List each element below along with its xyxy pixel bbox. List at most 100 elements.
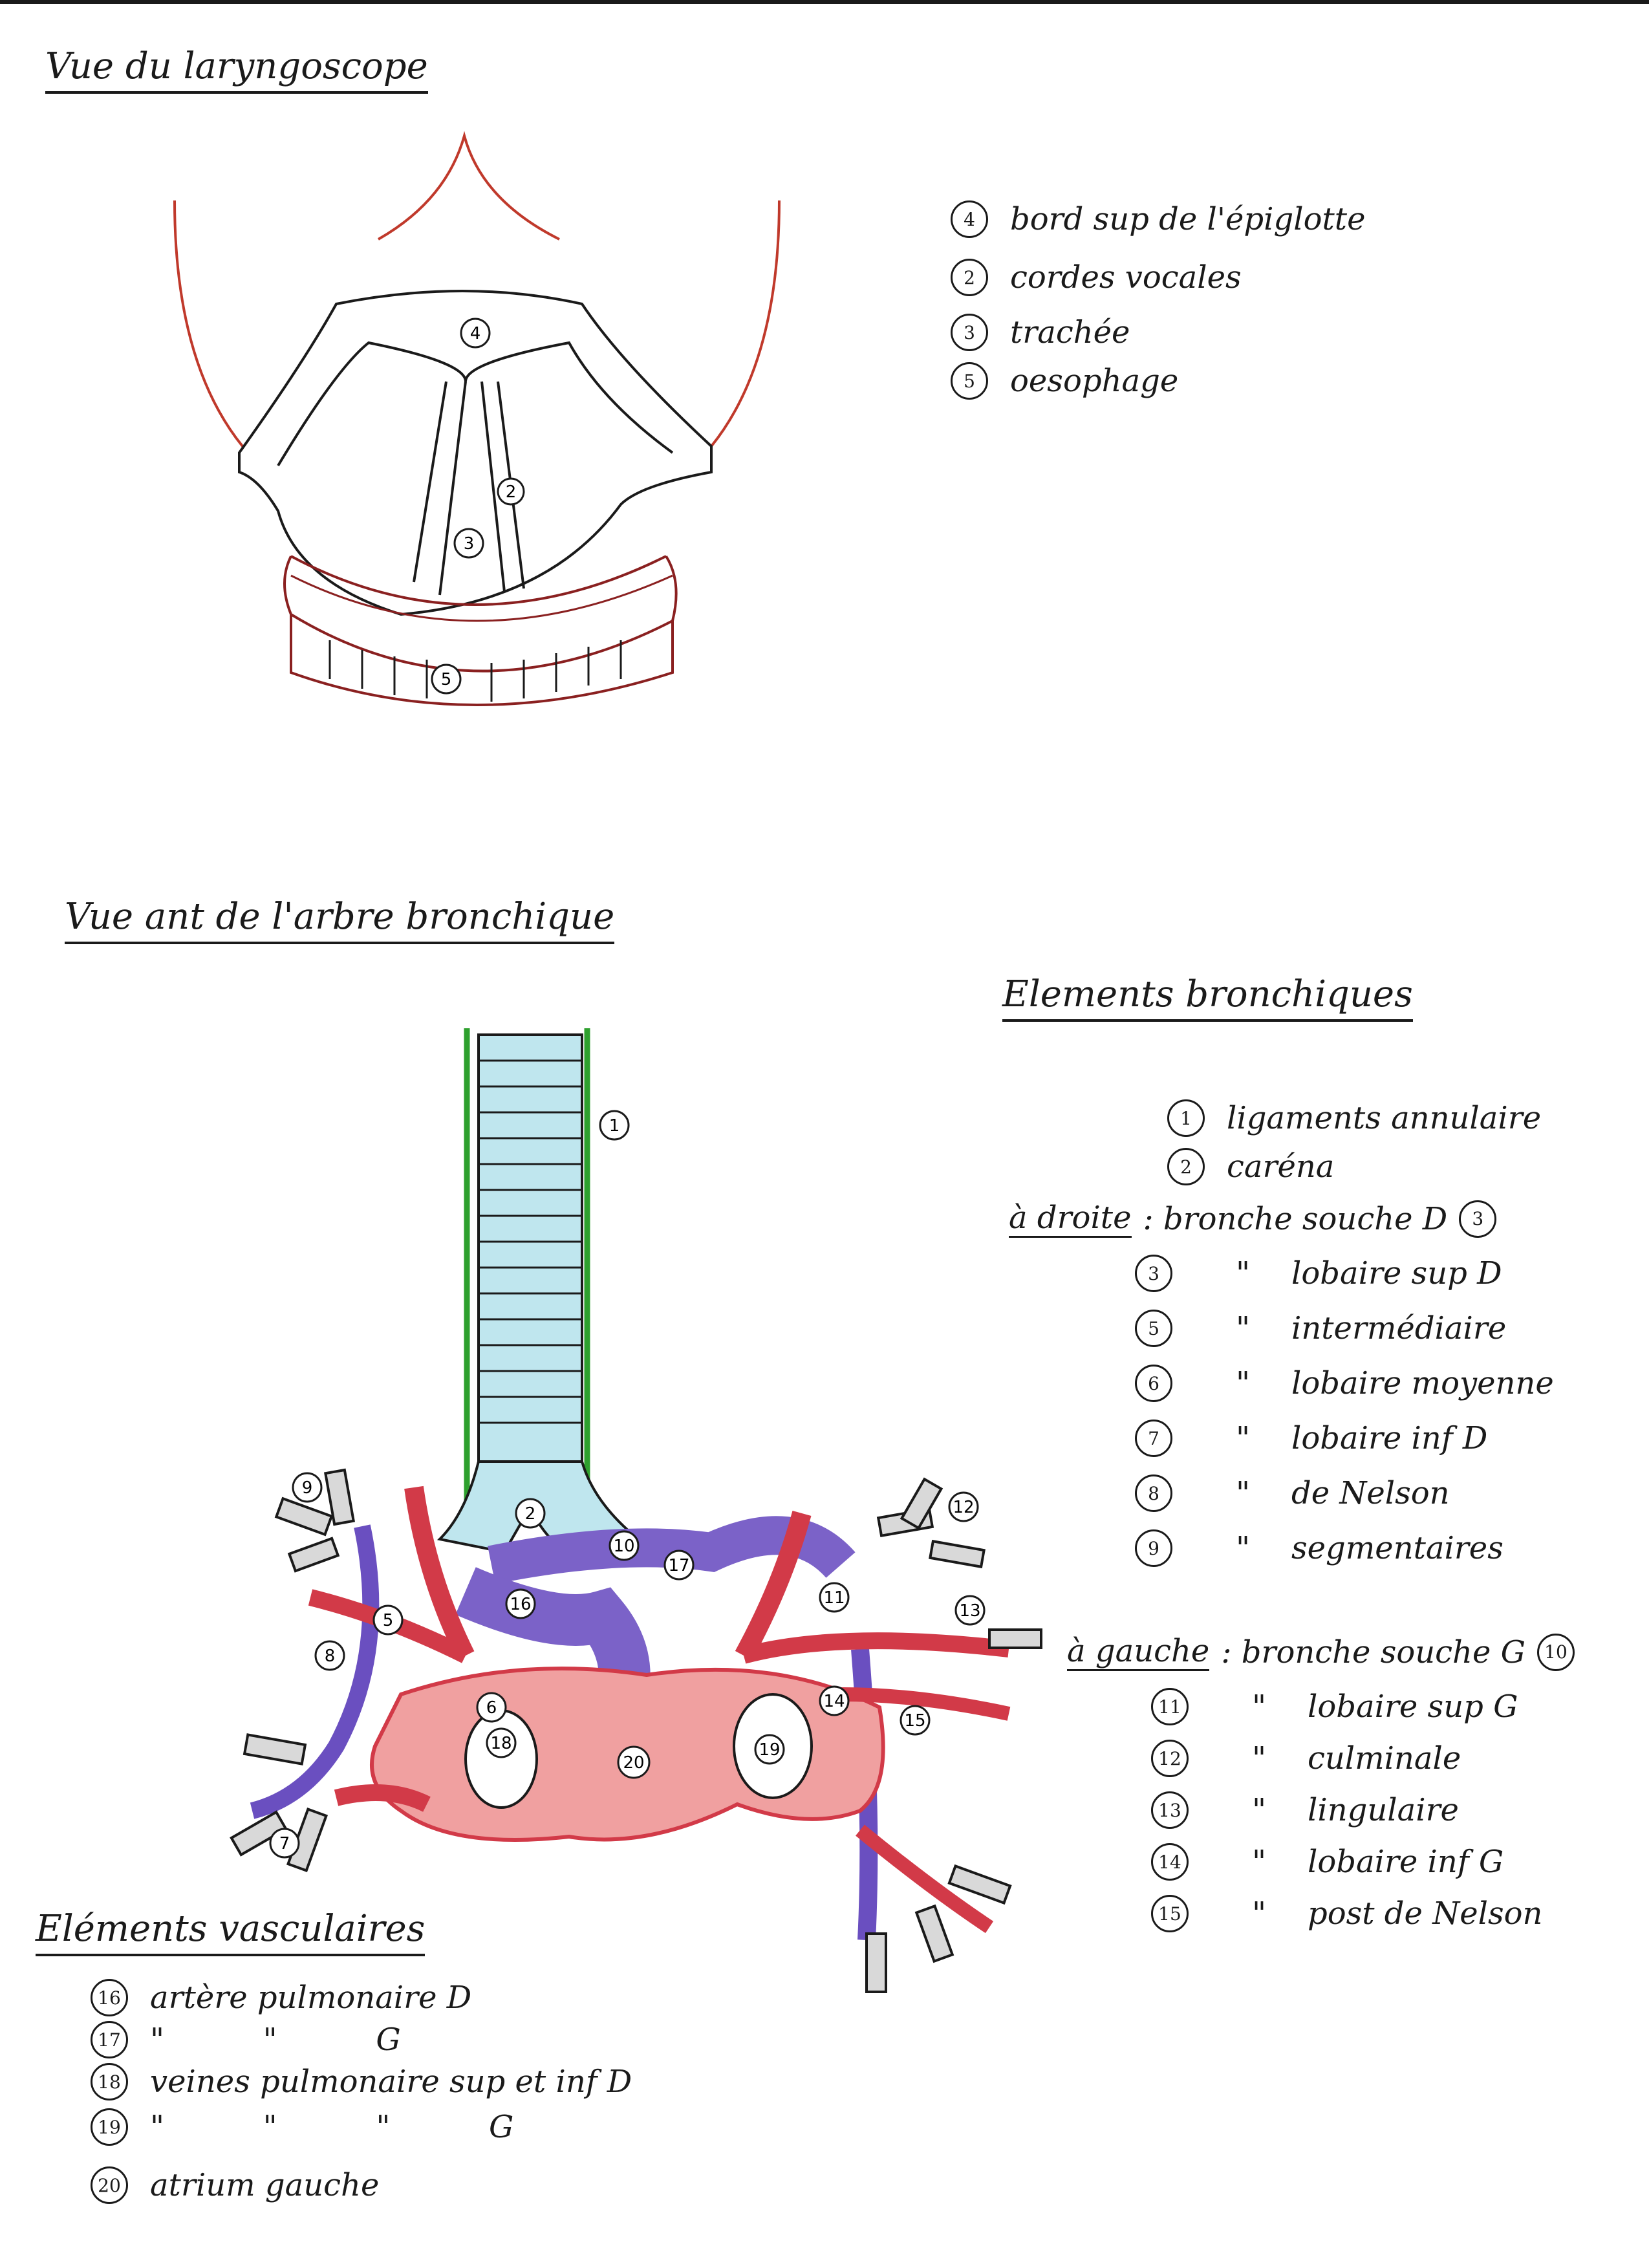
svg-text:17: 17 xyxy=(668,1556,689,1575)
bronchial-stumps xyxy=(230,1468,1042,1993)
legend-text: lingulaire xyxy=(1308,1792,1459,1828)
marker-16: 16 xyxy=(505,1588,536,1619)
marker-20: 20 xyxy=(617,1745,651,1779)
vascular-item: 20 atrium gauche xyxy=(91,2166,379,2204)
label-cords: 2 xyxy=(497,477,525,506)
legend-text: post de Nelson xyxy=(1308,1895,1543,1932)
marker-13: 13 xyxy=(954,1595,986,1626)
legend-text: intermédiaire xyxy=(1291,1310,1507,1346)
legend-text: lobaire sup G xyxy=(1308,1689,1518,1725)
svg-text:20: 20 xyxy=(623,1753,644,1773)
pulmonary-artery-left xyxy=(488,1516,856,1584)
svg-text:16: 16 xyxy=(510,1595,531,1614)
marker-12: 12 xyxy=(948,1491,979,1522)
legend-number: 1 xyxy=(1167,1099,1205,1137)
legend-text: lobaire moyenne xyxy=(1291,1365,1554,1401)
legend-number: 3 xyxy=(1459,1200,1497,1238)
right-bronchus-header: à droite : bronche souche D 3 xyxy=(1009,1200,1518,1238)
vocal-cord-left-2 xyxy=(438,381,467,596)
svg-text:6: 6 xyxy=(486,1698,497,1718)
svg-text:9: 9 xyxy=(302,1478,313,1498)
epiglottis-right-curve xyxy=(710,200,781,448)
bronchial-item: 15 " post de Nelson xyxy=(1151,1895,1542,1932)
svg-text:15: 15 xyxy=(904,1711,925,1731)
legend-number: 9 xyxy=(1135,1529,1172,1567)
legend-number: 5 xyxy=(1135,1310,1172,1347)
legend-number: 6 xyxy=(1135,1365,1172,1402)
epiglottis-left-curve xyxy=(173,200,244,448)
legend-number: 3 xyxy=(1135,1255,1172,1292)
left-bronchus-header: à gauche : bronche souche G 10 xyxy=(1067,1633,1597,1671)
marker-2: 2 xyxy=(515,1498,546,1529)
oesophagus-ring-band-top xyxy=(290,574,673,622)
legend-number: 17 xyxy=(91,2021,128,2058)
legend-text: " " G xyxy=(150,2022,401,2058)
legend-item: 5 oesophage xyxy=(951,362,1178,400)
legend-text: veines pulmonaire sup et inf D xyxy=(150,2064,632,2100)
svg-text:7: 7 xyxy=(279,1834,290,1853)
marker-7: 7 xyxy=(269,1828,300,1859)
bronchial-item: 5 " intermédiaire xyxy=(1135,1310,1506,1347)
svg-text:4: 4 xyxy=(470,324,481,343)
ditto-mark: " xyxy=(1235,1365,1251,1401)
artery-lower-right xyxy=(856,1824,994,1934)
legend-number: 11 xyxy=(1151,1688,1189,1725)
artery-left-branch xyxy=(741,1632,1010,1664)
legend-number: 13 xyxy=(1151,1791,1189,1829)
legend-text: cordes vocales xyxy=(1010,259,1242,296)
legend-text: lobaire sup D xyxy=(1291,1255,1502,1291)
legend-text: ligaments annulaire xyxy=(1227,1100,1542,1136)
legend-number: 20 xyxy=(91,2166,128,2204)
legend-number: 14 xyxy=(1151,1843,1189,1881)
vocal-cord-right-2 xyxy=(480,381,506,592)
label-oesophagus: 5 xyxy=(431,664,462,695)
oesophagus-ring-outer xyxy=(283,555,678,673)
legend-number: 3 xyxy=(951,314,988,351)
marker-9: 9 xyxy=(292,1472,323,1503)
legend-number: 7 xyxy=(1135,1420,1172,1457)
vascular-item: 17 " " G xyxy=(91,2021,401,2058)
marker-17: 17 xyxy=(663,1550,695,1581)
svg-text:5: 5 xyxy=(383,1611,394,1630)
ditto-mark: " xyxy=(1251,1844,1267,1880)
bronchial-item: 9 " segmentaires xyxy=(1135,1529,1503,1567)
legend-item: 2 cordes vocales xyxy=(951,259,1242,296)
legend-number: 18 xyxy=(91,2063,128,2101)
ditto-mark: " xyxy=(1235,1255,1251,1291)
label-epiglottis: 4 xyxy=(460,318,491,349)
svg-text:13: 13 xyxy=(959,1601,980,1621)
left-side-label: à gauche xyxy=(1067,1633,1210,1671)
bronchial-item: 8 " de Nelson xyxy=(1135,1474,1450,1512)
legend-number: 2 xyxy=(951,259,988,296)
ditto-mark: " xyxy=(1235,1475,1251,1511)
legend-text: de Nelson xyxy=(1291,1475,1450,1511)
trachea-rings xyxy=(479,1059,582,1424)
svg-text:18: 18 xyxy=(490,1734,512,1753)
bronchial-item: 6 " lobaire moyenne xyxy=(1135,1365,1554,1402)
legend-text: " " " G xyxy=(150,2109,514,2145)
legend-text: segmentaires xyxy=(1291,1530,1503,1566)
oesophagus-ring-lower xyxy=(290,614,674,706)
ditto-mark: " xyxy=(1251,1689,1267,1725)
legend-text: artère pulmonaire D xyxy=(150,1980,472,2016)
right-head-text: : bronche souche D xyxy=(1143,1200,1448,1237)
bronchial-item: 1 ligaments annulaire xyxy=(1167,1099,1541,1137)
legend-text: bord sup de l'épiglotte xyxy=(1010,201,1366,237)
bronchial-item: 13 " lingulaire xyxy=(1151,1791,1459,1829)
legend-text: atrium gauche xyxy=(150,2167,380,2203)
legend-number: 5 xyxy=(951,362,988,400)
oesophagus-hatching xyxy=(329,640,622,702)
marker-10: 10 xyxy=(609,1530,640,1561)
legend-number: 16 xyxy=(91,1979,128,2016)
bronchial-item: 3 " lobaire sup D xyxy=(1135,1255,1502,1292)
legend-text: lobaire inf G xyxy=(1308,1844,1504,1880)
svg-text:3: 3 xyxy=(464,534,475,554)
legend-item: 3 trachée xyxy=(951,314,1130,351)
artery-right-upper xyxy=(404,1485,475,1660)
oesophagus-ring-top xyxy=(290,555,667,606)
svg-text:19: 19 xyxy=(759,1740,780,1760)
legend-text: caréna xyxy=(1227,1149,1335,1185)
bronchial-item: 2 caréna xyxy=(1167,1148,1334,1185)
legend-text: trachée xyxy=(1010,314,1130,351)
